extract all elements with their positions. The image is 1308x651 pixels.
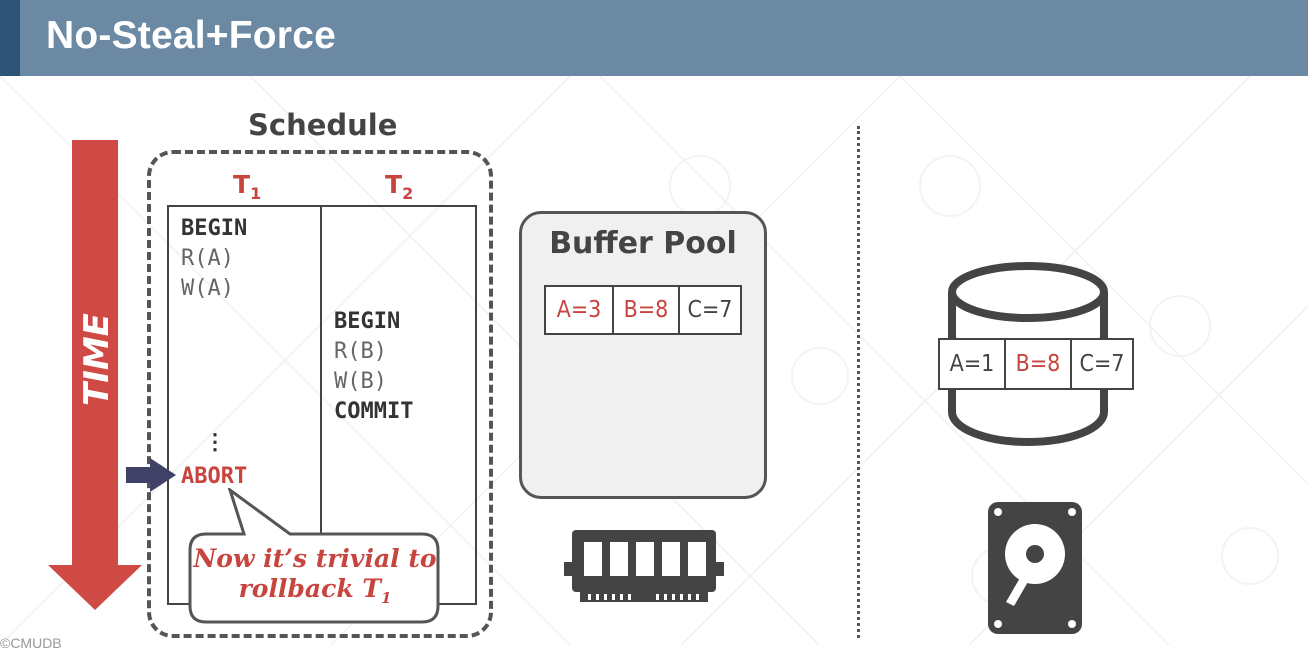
- callout-line2: rollback T1: [238, 574, 392, 607]
- t1-op-begin: BEGIN: [181, 216, 248, 241]
- callout-bubble: [188, 488, 440, 624]
- footer-copyright: ©CMUDB: [0, 635, 62, 651]
- buffer-page-b: B=8: [612, 287, 678, 333]
- memory-chip-icon: [564, 530, 724, 602]
- arrow-right-icon: [126, 458, 176, 492]
- memory-disk-divider: [857, 126, 860, 638]
- buffer-pool-box: [519, 211, 767, 499]
- schedule-column-divider: [320, 205, 322, 605]
- schedule-container: [147, 150, 493, 638]
- t1-op-abort: ABORT: [181, 464, 248, 489]
- buffer-pool-pages: A=3 B=8 C=7: [544, 285, 742, 335]
- buffer-page-c: C=7: [678, 287, 740, 333]
- header-accent: [0, 0, 20, 76]
- callout-line1: Now it’s trivial to: [193, 544, 437, 573]
- schedule-title: Schedule: [248, 108, 398, 142]
- t2-op-begin: BEGIN: [334, 309, 401, 334]
- t2-op-read: R(B): [334, 339, 387, 364]
- t1-op-read: R(A): [181, 246, 234, 271]
- t2-op-write: W(B): [334, 369, 387, 394]
- t2-label: T2: [385, 170, 414, 203]
- callout-text: Now it’s trivial to rollback T1: [190, 544, 440, 613]
- disk-page-a: A=1: [949, 351, 995, 377]
- buffer-page-a: A=3: [556, 297, 602, 323]
- t1-label: T1: [233, 170, 262, 203]
- disk-page-b: B=8: [1004, 340, 1070, 388]
- time-arrow-icon: [48, 140, 142, 610]
- time-label: TIME: [77, 313, 117, 406]
- disk-page-c: C=7: [1070, 340, 1132, 388]
- t1-op-write: W(A): [181, 276, 234, 301]
- t2-op-commit: COMMIT: [334, 399, 414, 424]
- slide-header: No-Steal+Force: [0, 0, 1308, 76]
- buffer-pool-title: Buffer Pool: [549, 226, 737, 261]
- disk-pages: A=1 B=8 C=7: [938, 338, 1134, 390]
- t1-ellipsis: ⋮: [204, 430, 226, 455]
- slide-title: No-Steal+Force: [46, 14, 336, 57]
- hard-drive-icon: [988, 502, 1082, 634]
